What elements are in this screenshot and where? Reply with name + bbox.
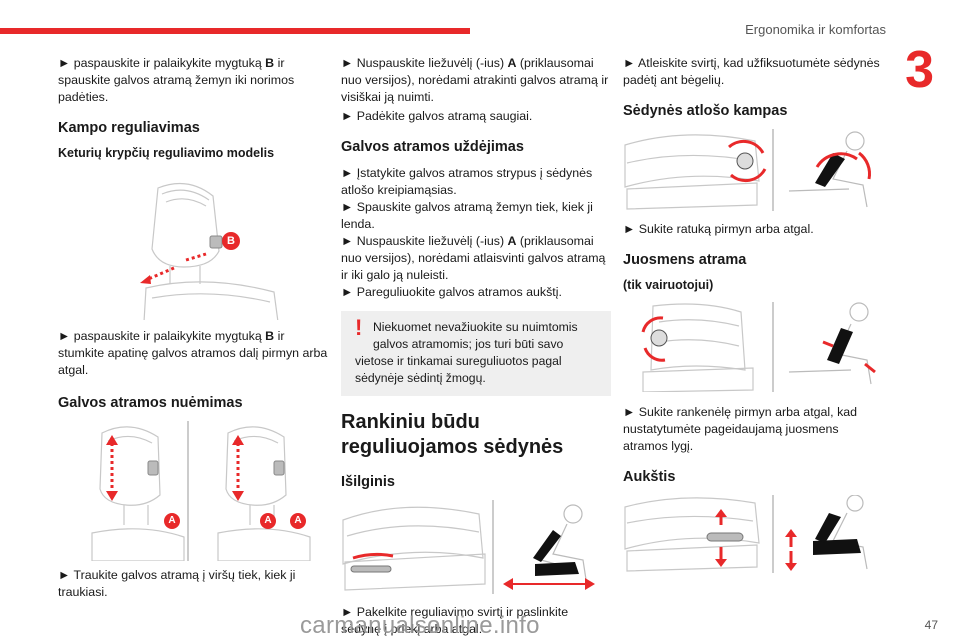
subheading-keturiu: Keturių krypčių reguliavimo modelis: [58, 146, 275, 160]
label-a: A: [290, 513, 306, 529]
heading-nuemimas: Galvos atramos nuėmimas: [58, 395, 243, 411]
instruction-paragraph: ► paspauskite ir palaikykite mygtuką B i…: [58, 56, 295, 104]
heading-atloso: Sėdynės atlošo kampas: [623, 103, 788, 119]
warning-box: ! Niekuomet nevažiuokite su nuimtomis ga…: [341, 311, 611, 396]
warning-icon: !: [355, 315, 363, 340]
column-1: ► paspauskite ir palaikykite mygtuką B i…: [58, 55, 328, 609]
instruction-paragraph: ► Pakelkite reguliavimo svirtį ir paslin…: [341, 605, 569, 636]
instruction-paragraph: ► Pareguliuokite galvos atramos aukštį.: [341, 285, 562, 299]
seat-slide-illustration: [341, 500, 603, 594]
chapter-number: 3: [905, 41, 934, 99]
instruction-paragraph: ► Traukite galvos atramą į viršų tiek, k…: [58, 568, 296, 599]
heading-aukstis: Aukštis: [623, 469, 676, 485]
watermark: carmanualsonline.info: [300, 612, 540, 639]
seat-height-illustration: [623, 494, 885, 573]
headrest-removal-illustration: A A A: [88, 421, 358, 562]
instruction-paragraph: ► Nuspauskite liežuvėlį (-ius) A (prikla…: [341, 234, 606, 282]
instruction-paragraph: ► Įstatykite galvos atramos strypus į sė…: [341, 166, 593, 197]
lumbar-support-illustration: [623, 302, 885, 393]
heading-juosmens: Juosmens atrama: [623, 252, 747, 268]
headrest-tilt-illustration: B: [58, 180, 328, 323]
instruction-paragraph: ► Atleiskite svirtį, kad užfiksuotumėte …: [623, 56, 880, 87]
subheading-tik: (tik vairuotojui): [623, 278, 714, 292]
instruction-paragraph: ► Padėkite galvos atramą saugiai.: [341, 109, 533, 123]
heading-rankiniu: Rankiniu būdu reguliuojamos sėdynės: [341, 411, 564, 458]
heading-isilginis: Išilginis: [341, 474, 395, 490]
instruction-paragraph: ► Sukite rankenėlę pirmyn arba atgal, ka…: [623, 405, 858, 453]
label-a: A: [260, 513, 276, 529]
column-3: ► Atleiskite svirtį, kad užfiksuotumėte …: [623, 55, 885, 573]
instruction-paragraph: ► Nuspauskite liežuvėlį (-ius) A (prikla…: [341, 56, 609, 104]
instruction-paragraph: ► paspauskite ir palaikykite mygtuką B i…: [58, 329, 328, 377]
page-number: 47: [924, 618, 938, 632]
heading-uzdejimas: Galvos atramos uždėjimas: [341, 139, 524, 155]
heading-kampo: Kampo reguliavimas: [58, 120, 200, 136]
instruction-paragraph: ► Spauskite galvos atramą žemyn tiek, ki…: [341, 200, 593, 231]
top-red-bar: [0, 28, 470, 34]
section-title: Ergonomika ir komfortas: [745, 22, 886, 37]
label-b: B: [222, 232, 240, 250]
instruction-paragraph: ► Sukite ratuką pirmyn arba atgal.: [623, 222, 814, 236]
column-2: ► Nuspauskite liežuvėlį (-ius) A (prikla…: [341, 55, 611, 640]
backrest-angle-illustration: [623, 129, 885, 211]
label-a: A: [164, 513, 180, 529]
